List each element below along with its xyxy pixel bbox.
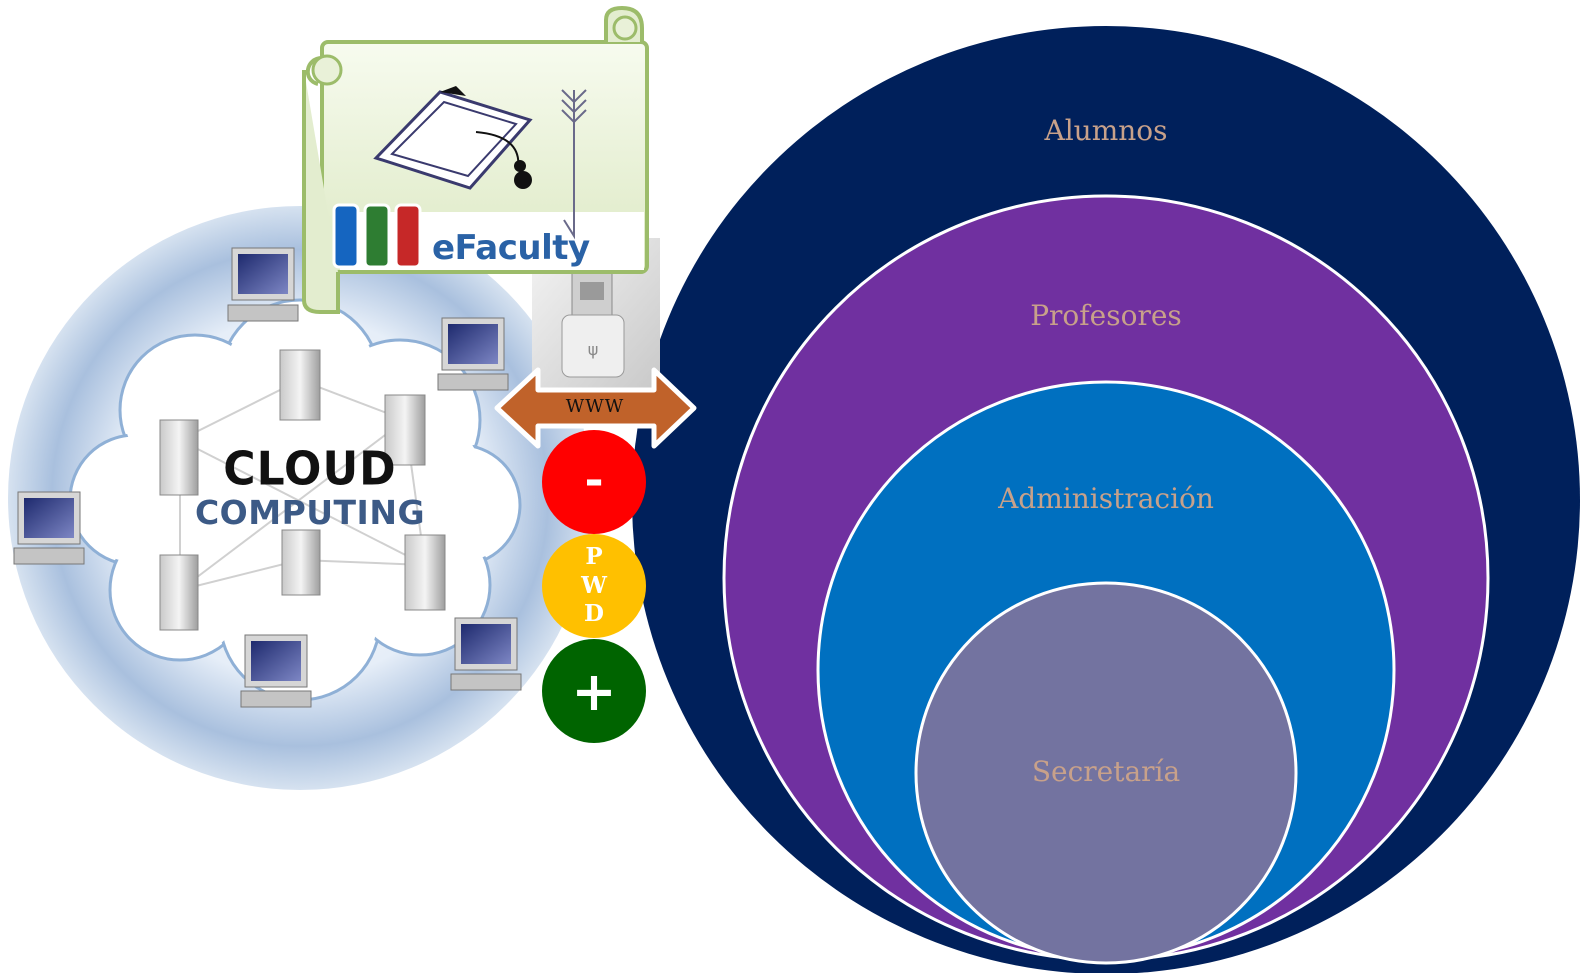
minus-badge: - [542,430,646,534]
computer-icon [227,247,299,322]
server-icon [384,394,426,466]
svg-text:ψ: ψ [588,340,599,359]
label-administracion: Administración [998,482,1214,515]
computer-icon [450,617,522,691]
efaculty-label: eFaculty [432,228,590,268]
computer-icon-group [13,247,522,708]
cloud-title-line1: CLOUD [223,442,397,497]
server-icon [159,554,199,631]
server-icon [404,534,446,611]
server-icon-group [159,349,446,631]
server-icon [279,349,321,421]
www-label: WWW [565,396,625,417]
label-alumnos: Alumnos [1044,114,1168,147]
italy-flag-icon [332,203,422,269]
arrow-icon [561,89,587,240]
cloud-title-line2: COMPUTING [194,493,426,532]
minus-symbol: - [584,452,604,506]
label-secretaria: Secretaría [1031,755,1181,788]
pwd-badge: P W D [542,534,646,638]
double-arrow-icon [494,367,697,449]
pwd-letter-d: D [584,600,604,628]
pwd-letter-p: P [585,542,603,570]
graduation-cap-icon [373,86,533,190]
plus-badge: + [542,639,646,743]
computer-icon [240,634,312,708]
computer-icon [13,491,85,565]
cloud-computing-title: CLOUD COMPUTING [180,442,440,532]
server-icon [281,529,321,596]
ring-secretaria [914,581,1298,965]
label-profesores: Profesores [1030,299,1182,332]
plus-symbol: + [571,659,617,723]
server-icon [159,419,199,496]
pwd-letter-w: W [581,571,607,599]
computer-icon [437,317,509,391]
